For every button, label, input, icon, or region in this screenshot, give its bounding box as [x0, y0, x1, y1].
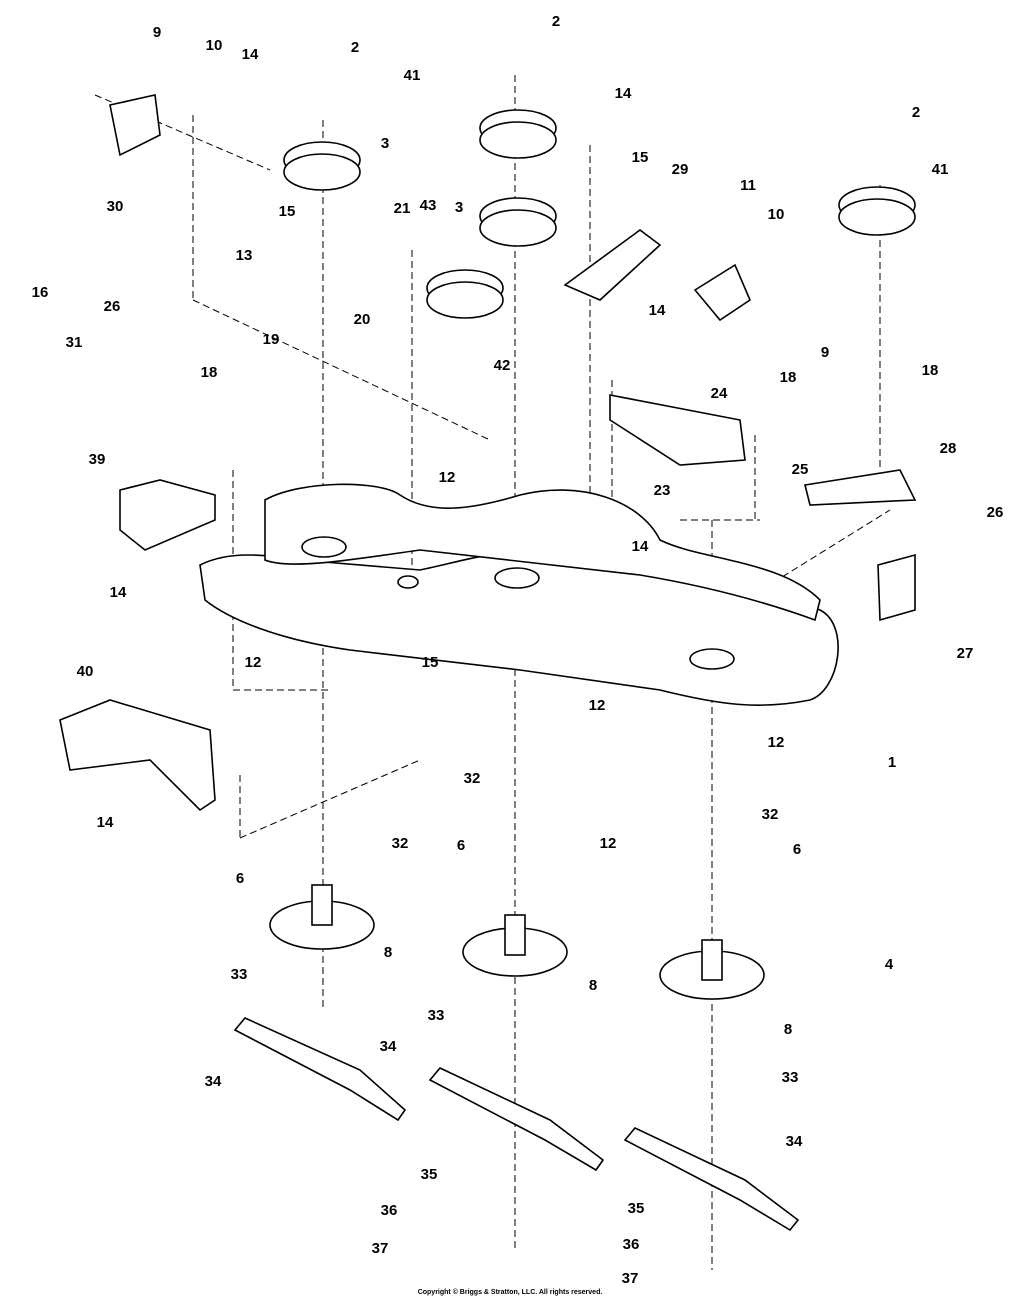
mower-deck: [199, 483, 839, 706]
callout-9: 9: [153, 24, 161, 41]
callout-12: 12: [768, 734, 785, 751]
callout-34: 34: [786, 1133, 803, 1150]
callout-12: 12: [589, 697, 606, 714]
callout-8: 8: [784, 1021, 792, 1038]
callout-41: 41: [932, 161, 949, 178]
callout-42: 42: [494, 357, 511, 374]
callout-19: 19: [263, 331, 280, 348]
callout-15: 15: [632, 149, 649, 166]
callout-15: 15: [422, 654, 439, 671]
callout-3: 3: [381, 135, 389, 152]
callout-32: 32: [464, 770, 481, 787]
callout-14: 14: [615, 85, 632, 102]
brackets: [59, 94, 917, 812]
callout-18: 18: [201, 364, 218, 381]
callout-33: 33: [231, 966, 248, 983]
callout-21: 21: [394, 200, 411, 217]
blades: [233, 1017, 800, 1232]
callout-8: 8: [589, 977, 597, 994]
callout-8: 8: [384, 944, 392, 961]
callout-14: 14: [649, 302, 666, 319]
callout-2: 2: [912, 104, 920, 121]
callout-18: 18: [922, 362, 939, 379]
callout-29: 29: [672, 161, 689, 178]
callout-31: 31: [66, 334, 83, 351]
callout-40: 40: [77, 663, 94, 680]
callout-14: 14: [242, 46, 259, 63]
callout-32: 32: [392, 835, 409, 852]
callout-37: 37: [372, 1240, 389, 1257]
callout-12: 12: [245, 654, 262, 671]
callout-36: 36: [623, 1236, 640, 1253]
callout-14: 14: [97, 814, 114, 831]
callout-1: 1: [888, 754, 896, 771]
callout-35: 35: [421, 1166, 438, 1183]
callout-28: 28: [940, 440, 957, 457]
callout-24: 24: [711, 385, 728, 402]
callout-26: 26: [104, 298, 121, 315]
callout-12: 12: [600, 835, 617, 852]
callout-4: 4: [885, 956, 894, 973]
spindle-assemblies: [269, 884, 765, 1000]
callout-41: 41: [404, 67, 421, 84]
callout-34: 34: [205, 1073, 222, 1090]
callout-27: 27: [957, 645, 974, 662]
callout-10: 10: [206, 37, 223, 54]
callout-2: 2: [351, 39, 359, 56]
callout-2: 2: [552, 13, 560, 30]
callout-14: 14: [110, 584, 127, 601]
callout-23: 23: [654, 482, 671, 499]
callout-13: 13: [236, 247, 253, 264]
callout-6: 6: [793, 841, 801, 858]
copyright-notice: Copyright © Briggs & Stratton, LLC. All …: [417, 1289, 603, 1296]
callout-9: 9: [821, 344, 829, 361]
callout-25: 25: [792, 461, 809, 478]
callout-37: 37: [622, 1270, 639, 1287]
callout-30: 30: [107, 198, 124, 215]
callout-10: 10: [768, 206, 785, 223]
callout-14: 14: [632, 538, 649, 555]
callout-43: 43: [420, 197, 437, 214]
callout-26: 26: [987, 504, 1004, 521]
callout-12: 12: [439, 469, 456, 486]
callout-6: 6: [457, 837, 465, 854]
callout-39: 39: [89, 451, 106, 468]
callout-33: 33: [428, 1007, 445, 1024]
callout-3: 3: [455, 199, 463, 216]
callout-20: 20: [354, 311, 371, 328]
callout-15: 15: [279, 203, 296, 220]
callout-16: 16: [32, 284, 49, 301]
pulleys: [283, 109, 916, 319]
callout-35: 35: [628, 1200, 645, 1217]
callout-34: 34: [380, 1038, 397, 1055]
callout-33: 33: [782, 1069, 799, 1086]
callout-6: 6: [236, 870, 244, 887]
callout-11: 11: [740, 177, 756, 194]
callout-32: 32: [762, 806, 779, 823]
callout-36: 36: [381, 1202, 398, 1219]
callout-18: 18: [780, 369, 797, 386]
